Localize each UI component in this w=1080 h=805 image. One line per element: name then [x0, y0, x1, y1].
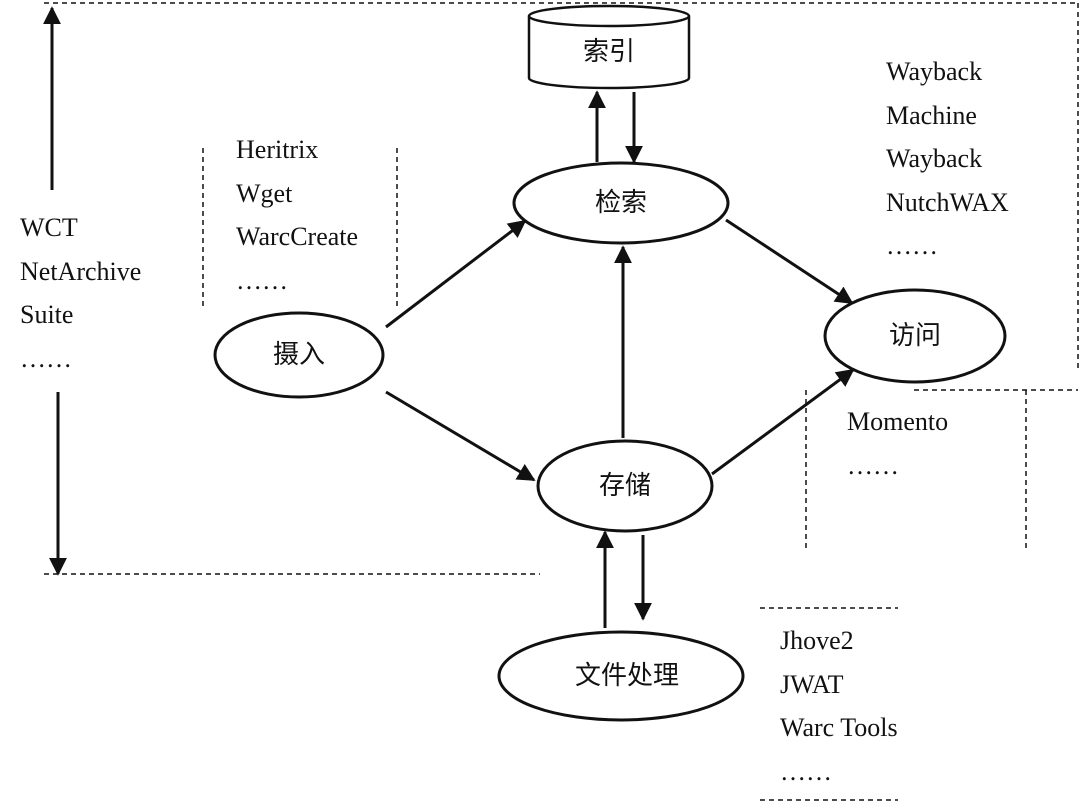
list-item: Jhove2: [780, 626, 854, 655]
ingest-label: 摄入: [272, 340, 326, 370]
list-item: WarcCreate: [236, 222, 359, 251]
retrieval-node: [512, 161, 730, 245]
list-item: NutchWAX: [886, 187, 1009, 217]
arrow-ingest-to-retrieval: [385, 219, 527, 329]
file-tools-list: Jhove2 JWAT Warc Tools ……: [780, 619, 898, 793]
list-item: Suite: [20, 300, 74, 329]
index-node: [527, 4, 691, 90]
list-item: ……: [847, 450, 899, 480]
list-item: Heritrix: [236, 135, 319, 164]
storage-node: [536, 439, 714, 533]
arrow-storage-to-access: [711, 368, 855, 476]
retrieval-label: 检索: [594, 188, 648, 218]
list-item: ……: [236, 265, 288, 295]
list-item: ……: [780, 756, 832, 786]
dashed-boundaries: [44, 2, 1079, 801]
list-item: NetArchive: [20, 256, 142, 286]
list-item: JWAT: [780, 669, 844, 699]
ingest-tools-list: Heritrix Wget WarcCreate ……: [236, 128, 358, 302]
list-item: Wayback: [886, 144, 983, 173]
list-item: WCT: [20, 213, 78, 242]
list-item: ……: [20, 343, 72, 373]
list-item: ……: [886, 231, 938, 260]
index-cylinder-body: [527, 16, 691, 90]
index-label: 索引: [582, 37, 636, 67]
ingest-node: [213, 311, 385, 399]
left-tools-list: WCT NetArchive Suite ……: [20, 206, 141, 380]
arrow-ingest-to-storage: [385, 390, 536, 482]
access-tools-list: Wayback Machine Wayback NutchWAX ……: [886, 50, 1009, 268]
list-item: Momento: [847, 407, 949, 436]
access-label: 访问: [888, 321, 942, 351]
list-item: Machine: [886, 100, 977, 130]
list-item: Wget: [236, 178, 293, 208]
list-item: Wayback: [886, 57, 983, 86]
storage-label: 存储: [598, 471, 652, 501]
momento-tools-list: Momento ……: [847, 400, 948, 487]
arrow-retrieval-to-access: [725, 218, 854, 305]
file-processing-label: 文件处理: [574, 661, 680, 691]
list-item: Warc Tools: [780, 713, 898, 742]
access-node: [823, 288, 1007, 384]
file-processing-node: [497, 630, 745, 722]
index-cylinder-top: [527, 4, 691, 28]
